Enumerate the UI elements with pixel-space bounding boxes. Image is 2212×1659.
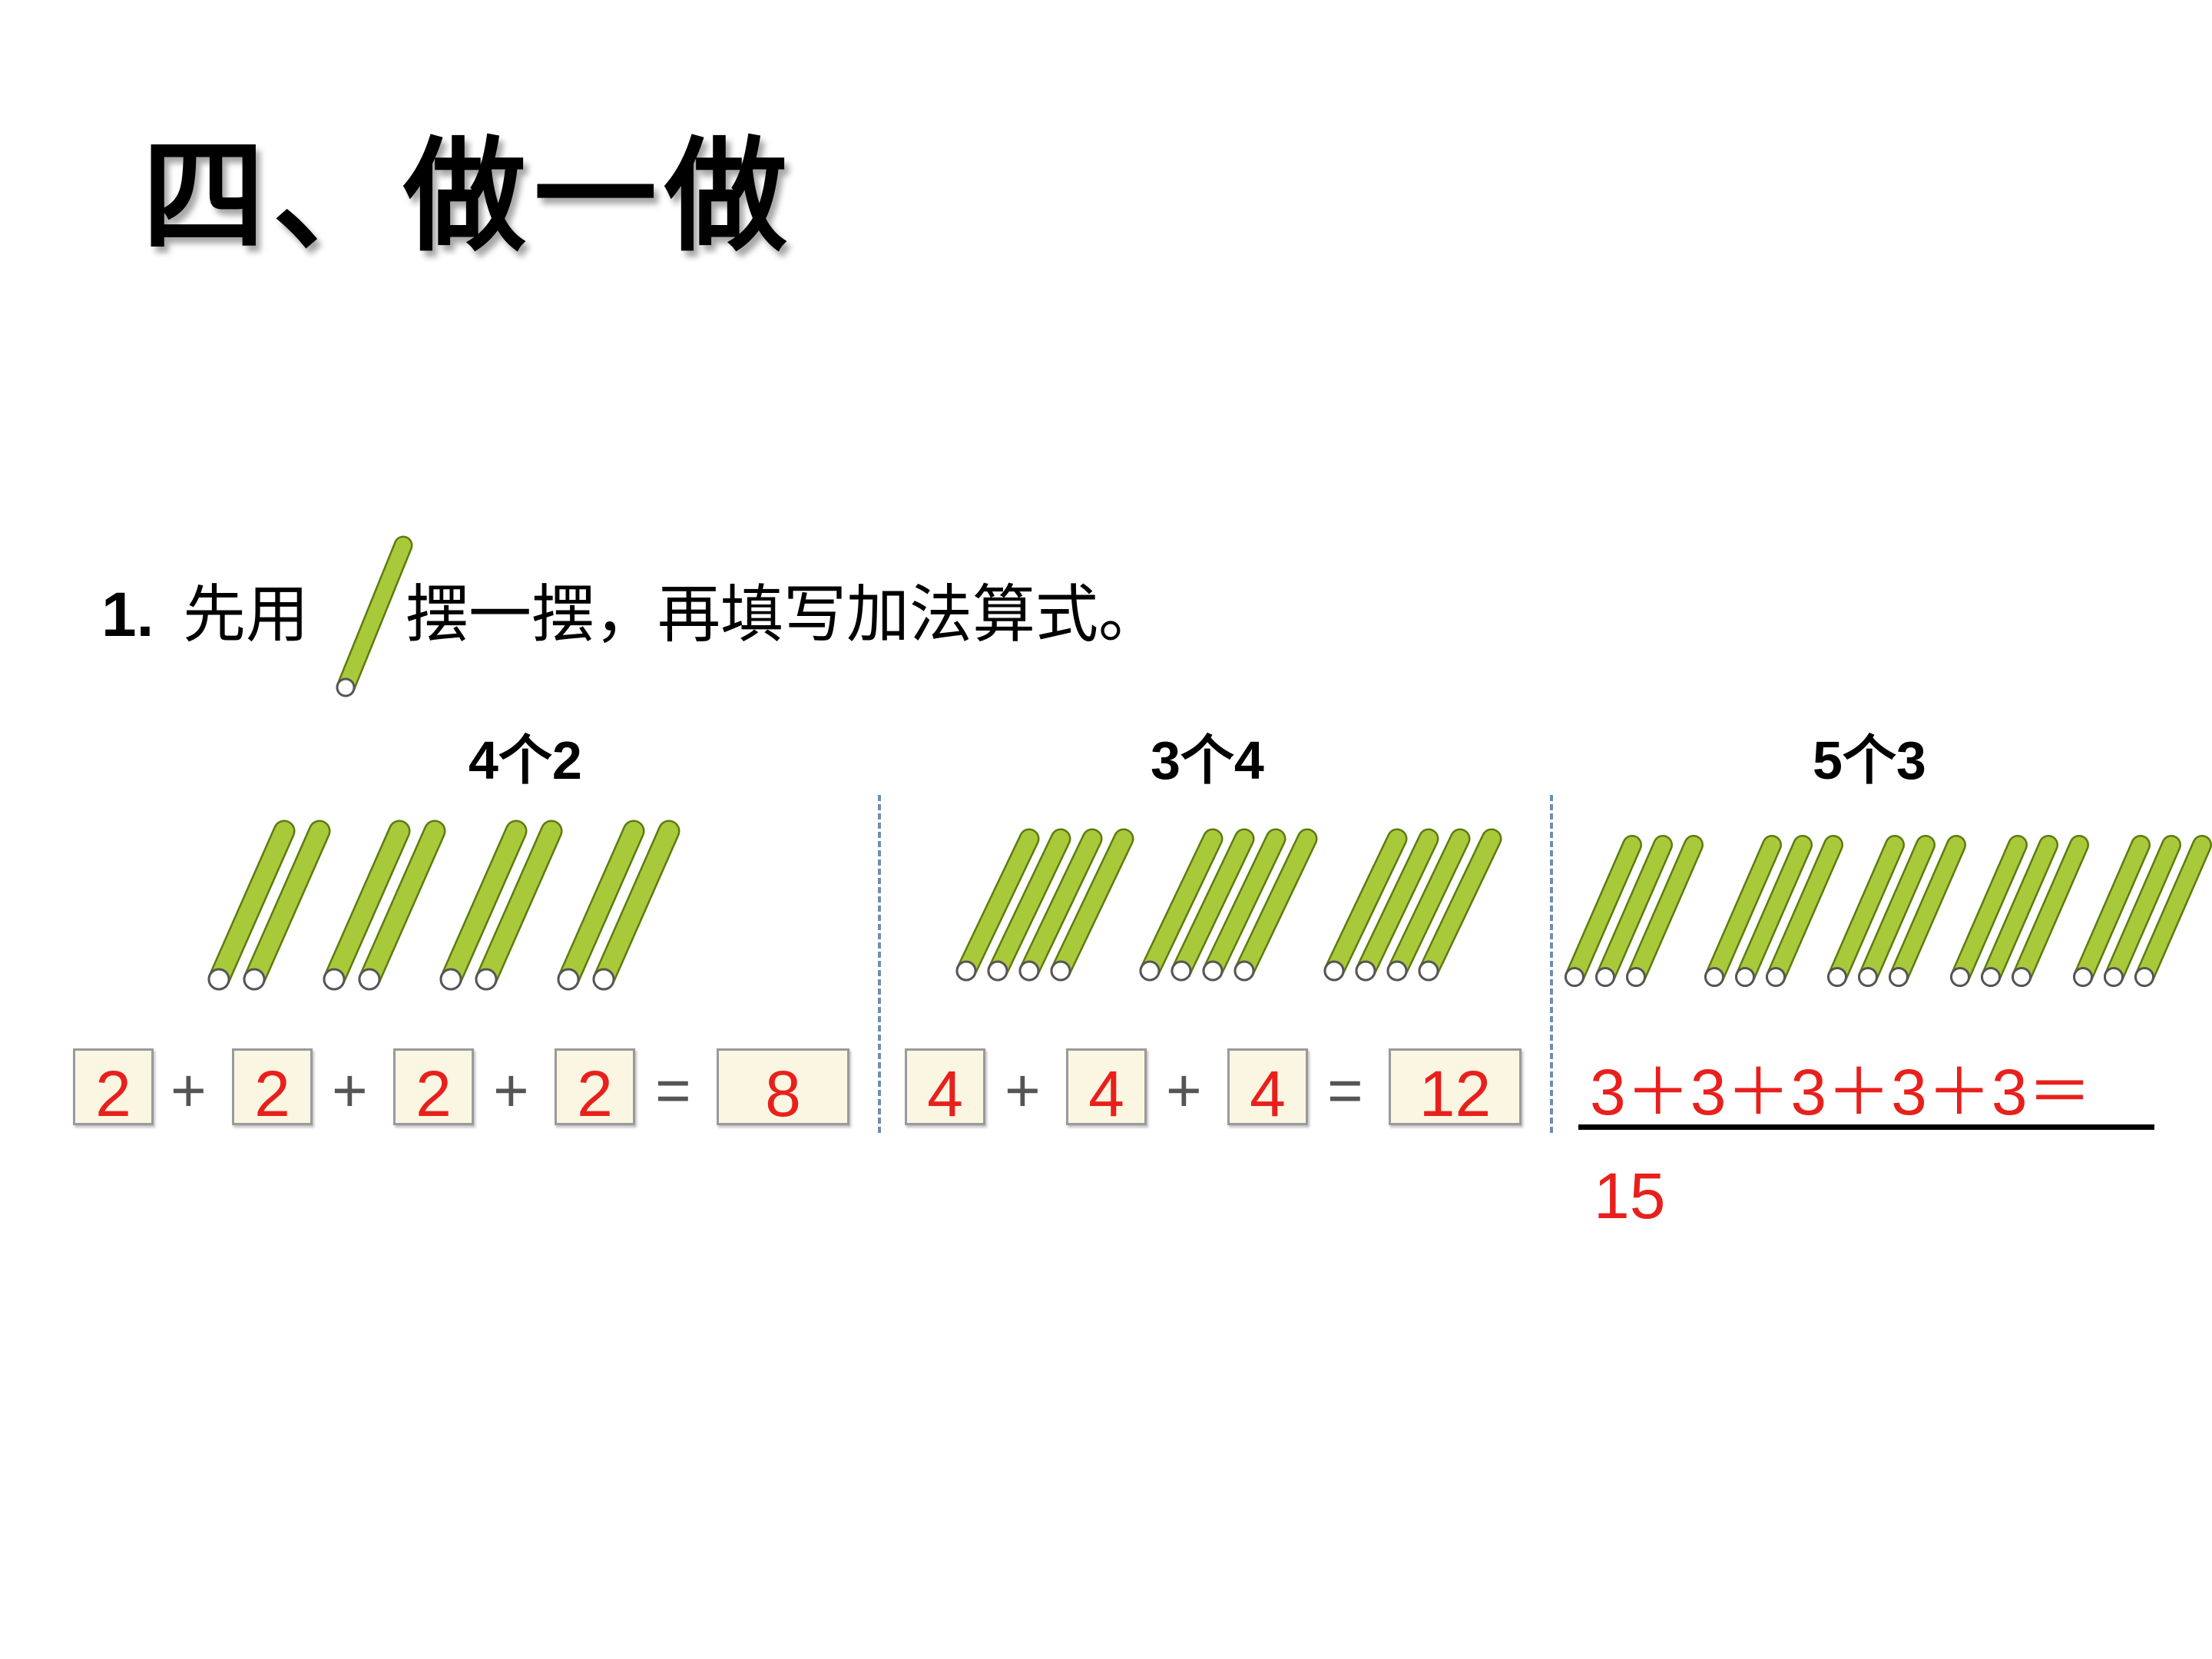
group-label-2: 3个4: [1151, 730, 1264, 790]
answer-box-2-1[interactable]: 4: [905, 1048, 985, 1126]
counting-stick: [955, 828, 1040, 982]
counting-stick: [2073, 835, 2151, 987]
counting-stick: [1418, 828, 1502, 982]
result-box-1[interactable]: 8: [717, 1048, 849, 1126]
counting-stick: [439, 820, 528, 991]
counting-stick: [243, 820, 331, 991]
instruction-text-part2: 摆一摆，再填写加法算式。: [406, 578, 1162, 651]
counting-stick: [1595, 835, 1673, 987]
counting-stick: [592, 820, 680, 991]
answer-box-1-4[interactable]: 2: [555, 1048, 635, 1126]
counting-stick: [1355, 828, 1439, 982]
question-number: 1.: [101, 580, 154, 650]
instruction-text-part1: 先用: [183, 578, 310, 651]
counting-stick: [557, 820, 645, 991]
plus-sign: +: [1166, 1056, 1202, 1124]
answer-underline: [1578, 1124, 2154, 1130]
answer-box-1-3[interactable]: 2: [393, 1048, 474, 1126]
counting-stick: [1704, 835, 1782, 987]
counting-stick: [1889, 835, 1966, 987]
counting-stick: [1171, 828, 1255, 982]
counting-stick: [1827, 835, 1905, 987]
counting-stick: [1766, 835, 1843, 987]
counting-stick-icon: [336, 535, 413, 697]
counting-stick: [1735, 835, 1813, 987]
counting-stick: [1858, 835, 1936, 987]
counting-stick: [358, 820, 446, 991]
counting-stick: [1565, 835, 1642, 987]
written-answer-3[interactable]: 15: [1594, 1160, 1666, 1232]
section-divider-1: [878, 795, 881, 1133]
plus-sign: +: [171, 1056, 207, 1124]
counting-stick: [1323, 828, 1408, 982]
counting-stick: [207, 820, 296, 991]
answer-box-2-2[interactable]: 4: [1066, 1048, 1147, 1126]
counting-stick: [1626, 835, 1704, 987]
counting-stick: [2012, 835, 2089, 987]
counting-stick: [1139, 828, 1224, 982]
counting-stick: [2104, 835, 2181, 987]
counting-stick: [1386, 828, 1471, 982]
equals-sign: =: [1327, 1056, 1363, 1124]
counting-stick: [2134, 835, 2212, 987]
counting-stick: [475, 820, 563, 991]
answer-box-2-3[interactable]: 4: [1227, 1048, 1308, 1126]
plus-sign: +: [1005, 1056, 1041, 1124]
counting-stick: [1233, 828, 1318, 982]
counting-stick: [1981, 835, 2058, 987]
plus-sign: +: [493, 1056, 529, 1124]
counting-stick: [323, 820, 411, 991]
counting-stick: [336, 535, 413, 697]
answer-box-1-1[interactable]: 2: [73, 1048, 154, 1126]
result-box-2[interactable]: 12: [1389, 1048, 1522, 1126]
answer-box-1-2[interactable]: 2: [232, 1048, 313, 1126]
plus-sign: +: [332, 1056, 368, 1124]
stick-shape: [336, 535, 413, 697]
written-equation-3: 3＋3＋3＋3＋3＝: [1590, 1056, 2092, 1128]
page-title: 四、做一做: [142, 124, 796, 268]
group-label-1: 4个2: [469, 730, 582, 790]
counting-stick: [1202, 828, 1286, 982]
counting-stick: [1950, 835, 2028, 987]
counting-stick: [1018, 828, 1103, 982]
section-divider-2: [1550, 795, 1553, 1133]
group-label-3: 5个3: [1813, 730, 1926, 790]
counting-stick: [987, 828, 1071, 982]
equals-sign: =: [655, 1056, 691, 1124]
counting-stick: [1050, 828, 1134, 982]
